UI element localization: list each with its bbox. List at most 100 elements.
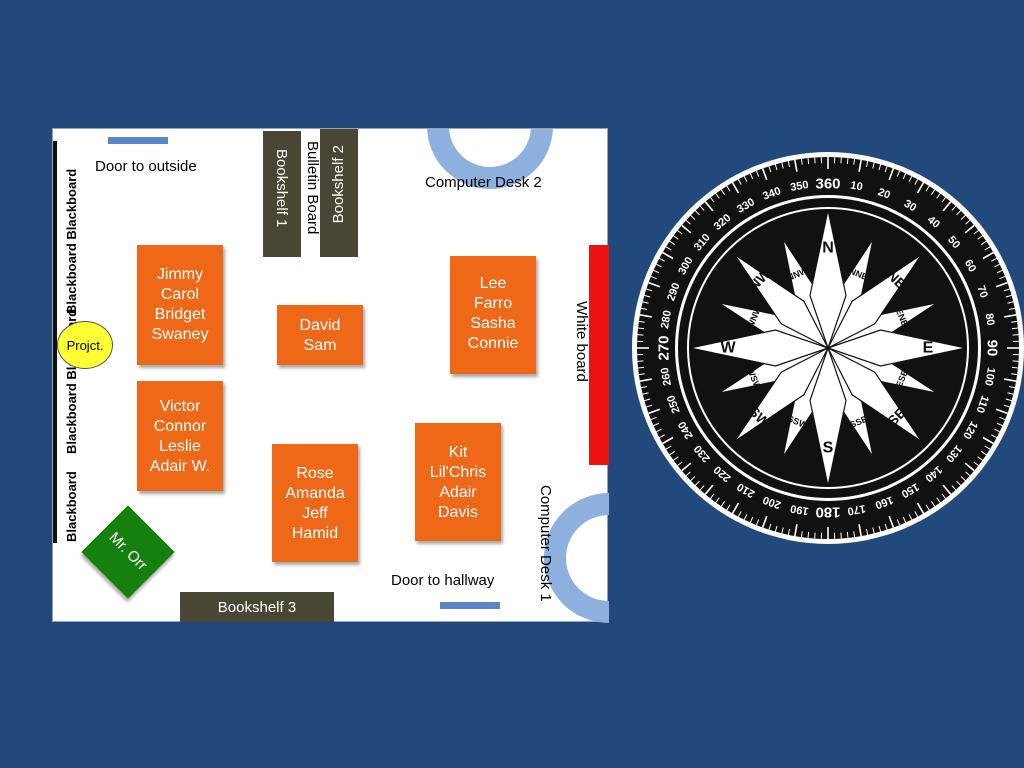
door-hallway-marker: [440, 602, 500, 609]
compass-tick: [653, 269, 660, 274]
student-name: Swaney: [151, 326, 209, 343]
compass-tick: [755, 519, 760, 526]
compass-degree-label: 110: [973, 394, 990, 415]
door-outside-marker: [108, 137, 168, 144]
compass-tick: [646, 404, 653, 408]
white-board-label: White board: [573, 301, 590, 382]
compass-tick: [931, 189, 936, 195]
projector-label: Projct.: [66, 337, 104, 353]
compass-tick: [960, 214, 966, 220]
compass-tick: [1004, 378, 1017, 382]
compass-tick: [781, 162, 784, 169]
compass-tick: [639, 378, 652, 382]
compass-tick: [641, 385, 648, 389]
compass-tick: [648, 281, 661, 288]
compass-inner-circle-line: [687, 207, 969, 489]
compass-tick: [941, 197, 946, 203]
compass-tick: [641, 307, 648, 311]
compass-tick: [902, 173, 907, 180]
student-name: Adair: [439, 484, 477, 501]
compass-tick: [941, 493, 946, 499]
classroom-floor-plan: Door to outside Blackboard Blackboard Bl…: [52, 128, 609, 625]
compass-cardinal-label: W: [720, 340, 736, 357]
compass-tick: [737, 179, 742, 185]
compass-tick: [1005, 398, 1012, 402]
compass-point: [734, 346, 830, 442]
compass-tick: [807, 531, 810, 539]
compass-point: [809, 209, 847, 350]
student-name: Connor: [153, 418, 207, 435]
compass-tick: [956, 210, 962, 216]
student-name: Adair W.: [149, 458, 211, 475]
compass-degree-label: 250: [665, 393, 683, 414]
door-outside-label: Door to outside: [95, 158, 197, 175]
compass-tick: [673, 235, 679, 240]
compass-tick: [726, 185, 731, 192]
student-name: Connie: [467, 335, 519, 352]
compass-tick: [925, 504, 930, 511]
compass-tick: [761, 515, 768, 528]
white-board: [589, 245, 609, 465]
compass-tick: [662, 436, 674, 445]
compass-tick: [787, 528, 791, 535]
compass-point: [826, 254, 922, 350]
compass-degree-label: 60: [962, 258, 979, 275]
compass-degree-label: 170: [846, 502, 866, 517]
compass-tick: [925, 185, 930, 192]
compass-degree-label: 290: [665, 281, 683, 302]
compass-degree-label: 270: [656, 335, 673, 360]
compass-tick: [774, 164, 778, 171]
compass-tick: [656, 263, 662, 268]
compass-tick: [690, 214, 696, 220]
compass-tick: [677, 230, 683, 235]
compass-tick: [685, 219, 691, 225]
compass-tick: [1011, 327, 1019, 330]
compass-tick: [999, 275, 1006, 280]
student-name: Kit: [448, 444, 468, 461]
compass-tick: [888, 168, 895, 181]
compass-degree-label: 180: [815, 504, 840, 521]
student-name: Bridget: [154, 306, 206, 323]
compass-degree-label: 90: [984, 340, 1001, 357]
compass-tick: [768, 166, 772, 173]
compass-tick: [642, 392, 649, 395]
compass-tick: [715, 193, 720, 199]
compass-tick: [914, 179, 919, 185]
compass-tick: [982, 251, 994, 260]
compass-tick: [694, 480, 700, 486]
computer-desk-1-label: Computer Desk 1: [537, 485, 554, 602]
compass-tick: [994, 263, 1000, 268]
compass-tick: [659, 257, 665, 262]
compass-degree-label: 200: [761, 493, 782, 511]
compass-point: [734, 254, 830, 350]
compass-tick: [761, 168, 768, 181]
bookshelf-3-label: Bookshelf 3: [217, 598, 297, 616]
compass-tick: [1003, 288, 1010, 292]
compass-tick: [681, 224, 692, 234]
compass-tick: [1011, 366, 1019, 369]
compass-tick: [1008, 307, 1015, 311]
compass-tick: [1011, 373, 1018, 376]
computer-desk-1: [531, 491, 609, 625]
compass-tick: [669, 240, 675, 245]
compass-tick: [774, 525, 778, 532]
compass-tick: [704, 484, 714, 495]
student-name: Jimmy: [156, 266, 204, 283]
bookshelf-1: [263, 131, 301, 257]
compass-tick: [977, 456, 983, 461]
compass-tick: [936, 193, 941, 199]
compass-tick: [731, 182, 740, 194]
compass-tick: [1003, 404, 1010, 408]
compass-tick: [737, 511, 742, 517]
compass-tick: [965, 219, 971, 225]
compass-point: [809, 346, 847, 487]
compass-tick: [846, 157, 849, 165]
compass-tick: [638, 373, 645, 376]
desk-group: Victor Connor Leslie Adair W.: [137, 381, 223, 491]
compass-tick: [690, 476, 696, 482]
compass-tick: [896, 519, 901, 526]
compass-tick: [858, 159, 862, 172]
compass-tick: [794, 524, 798, 537]
desk-group: Rose Amanda Jeff Hamid: [272, 444, 358, 562]
compass-tick: [673, 456, 679, 461]
